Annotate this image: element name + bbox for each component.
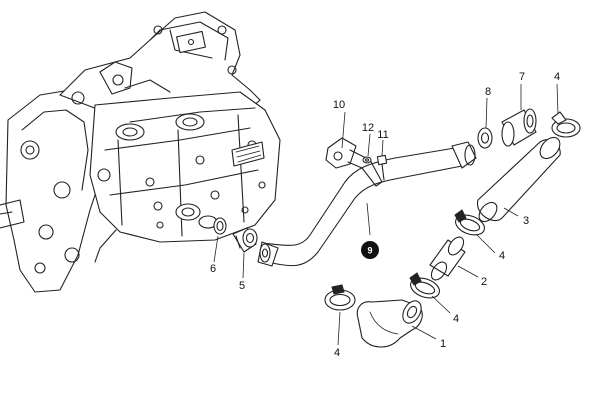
callout-4-low: 4 (453, 313, 459, 325)
washer-part-6 (213, 217, 227, 235)
callout-8: 8 (485, 86, 491, 98)
leader-lines (213, 83, 559, 346)
bracket-part-10 (325, 137, 383, 187)
callout-11: 11 (377, 129, 388, 141)
fitting-part-5 (232, 227, 258, 253)
elbow-hose-part-1 (356, 299, 423, 348)
clamp-part-4-bottom (324, 284, 356, 311)
callout-12: 12 (362, 122, 374, 134)
ring-part-8 (477, 127, 493, 149)
callout-9-badge: 9 (361, 241, 379, 259)
bolt-part-11 (376, 154, 388, 181)
clamp-part-4-top (551, 111, 581, 138)
callout-3: 3 (523, 215, 529, 227)
callout-4-top: 4 (554, 71, 560, 83)
callout-10: 10 (333, 99, 345, 111)
clamp-part-4-low (409, 272, 440, 299)
callout-7: 7 (519, 71, 525, 83)
callout-9: 9 (367, 246, 372, 256)
callout-6: 6 (210, 263, 216, 275)
callout-labels: 10 12 11 8 7 4 3 4 2 4 1 4 5 6 9 (210, 71, 560, 359)
compressor-housing (0, 11, 281, 293)
clamp-part-4-mid (454, 209, 485, 236)
hose-part-3 (477, 136, 561, 223)
callout-5: 5 (239, 280, 245, 292)
callout-4-mid: 4 (499, 250, 505, 262)
sleeve-part-2 (429, 236, 466, 281)
callout-2: 2 (481, 276, 487, 288)
callout-4-bottom: 4 (334, 347, 340, 359)
callout-1: 1 (440, 338, 446, 350)
connector-part-7 (501, 108, 537, 147)
washer-part-12 (362, 156, 372, 164)
